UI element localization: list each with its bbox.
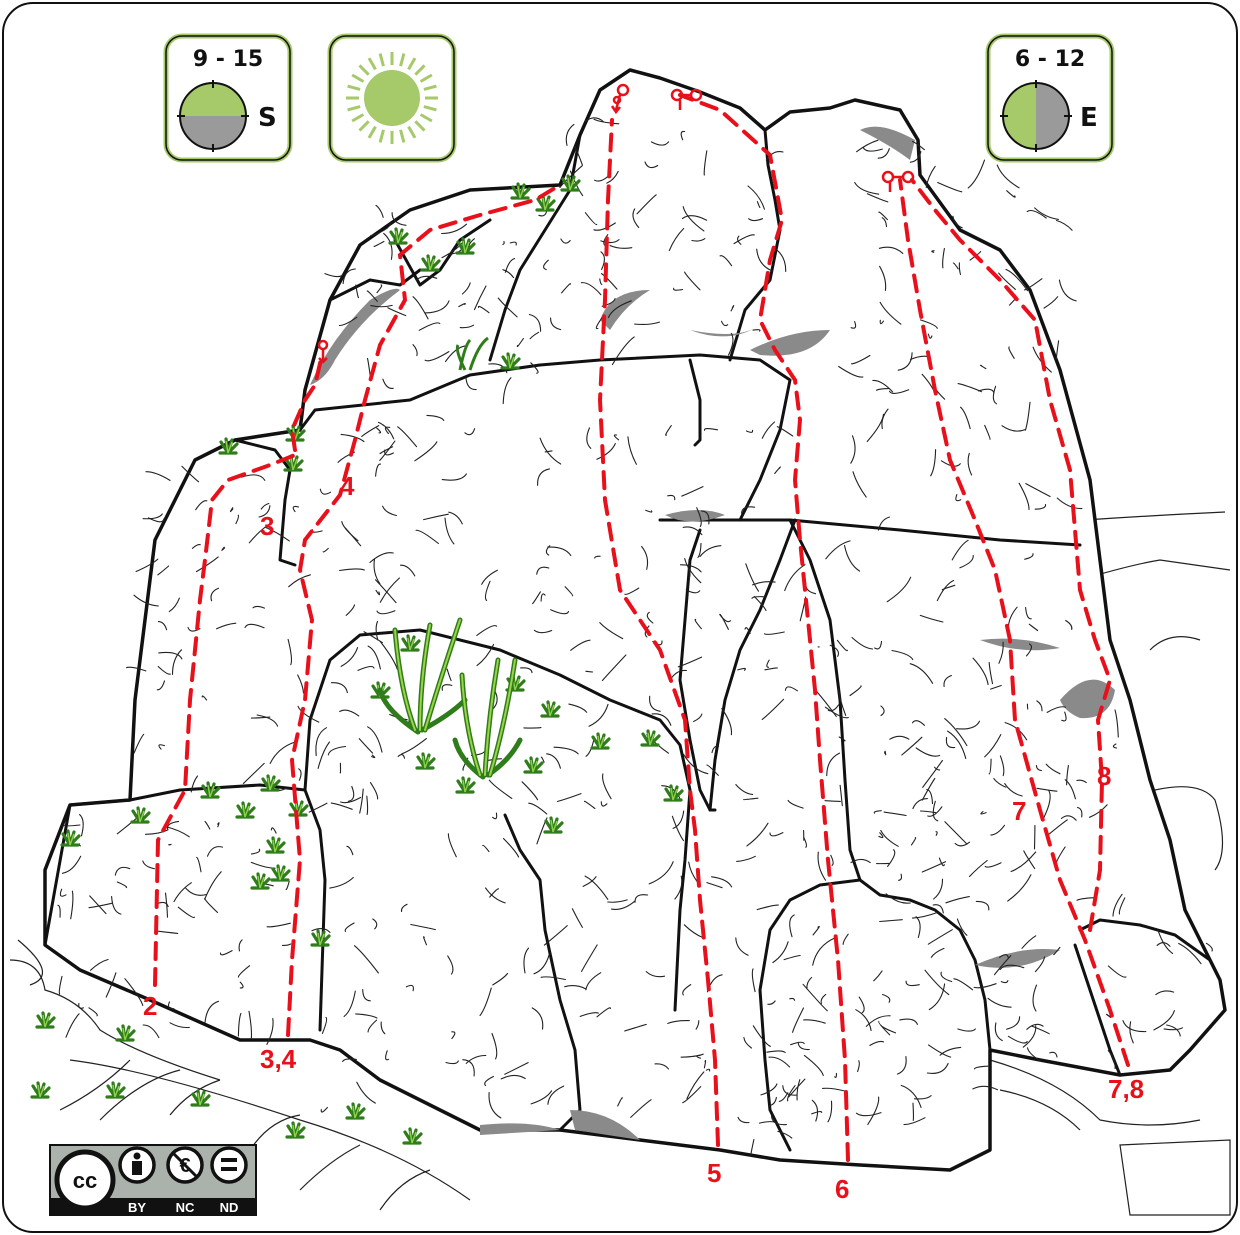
route-label-7[interactable]: 7 — [1012, 796, 1026, 826]
route-label-3[interactable]: 3 — [260, 511, 274, 541]
cc-logo-text: cc — [73, 1168, 97, 1193]
route-label-5[interactable]: 5 — [707, 1158, 721, 1188]
nc-icon: € — [168, 1148, 202, 1182]
east-hours: 6 - 12 — [1015, 47, 1085, 72]
route-label-3-4[interactable]: 3,4 — [260, 1044, 297, 1074]
east-direction: E — [1080, 103, 1098, 133]
nd-icon — [212, 1148, 246, 1182]
east-exposure-badge: 6 - 12 E — [988, 36, 1112, 160]
sun-badge — [330, 36, 454, 160]
route-label-2[interactable]: 2 — [143, 991, 157, 1021]
cc-license-badge[interactable]: cc € BY NC ND — [50, 1145, 256, 1215]
license-nc: NC — [176, 1200, 195, 1215]
route-label-6[interactable]: 6 — [835, 1174, 849, 1204]
south-hours: 9 - 15 — [193, 47, 263, 72]
license-nd: ND — [220, 1200, 239, 1215]
south-exposure-badge: 9 - 15 S — [166, 36, 290, 160]
license-by: BY — [128, 1200, 146, 1215]
by-icon — [120, 1148, 154, 1182]
route-label-8[interactable]: 8 — [1097, 761, 1111, 791]
south-direction: S — [258, 103, 277, 133]
route-label-4[interactable]: 4 — [340, 471, 355, 501]
route-label-7-8[interactable]: 7,8 — [1108, 1074, 1144, 1104]
